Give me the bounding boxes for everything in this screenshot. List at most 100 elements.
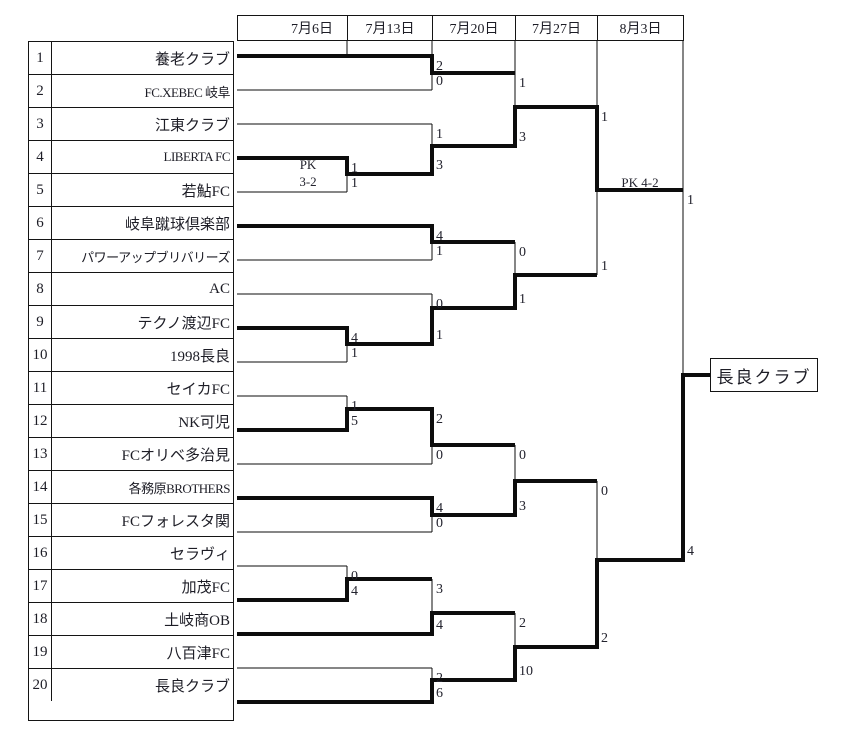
team-seed: 7 [29,240,52,272]
team-row: 16 セラヴィ [29,537,233,570]
team-name: FC.XEBEC 岐阜 [144,84,230,100]
team-name: 江東クラブ [154,117,230,134]
score-label: 4 [351,331,358,346]
team-name: 土岐商OB [164,612,230,629]
team-seed: 12 [29,405,52,437]
team-name: 加茂FC [181,579,230,596]
team-row: 8 AC [29,273,233,306]
date-header-cell: 8月3日 [597,15,684,41]
team-name: セラヴィ [169,546,230,563]
score-label: 5 [351,414,358,429]
score-label: 1 [601,259,608,274]
team-name: パワーアップブリバリーズ [81,249,230,265]
team-seed: 15 [29,504,52,536]
team-seed: 14 [29,471,52,503]
team-name: 養老クラブ [154,51,230,68]
team-row: 6 岐阜蹴球倶楽部 [29,207,233,240]
score-label: 0 [436,74,443,89]
team-row: 17 加茂FC [29,570,233,603]
team-seed: 3 [29,108,52,140]
team-seed: 16 [29,537,52,569]
score-label: 1 [519,76,526,91]
score-label: 1 [351,346,358,361]
score-label: 2 [519,616,526,631]
score-label: 1 [351,176,358,191]
team-row: 18 土岐商OB [29,603,233,636]
score-label: 1 [351,161,358,176]
team-name: LIBERTA FC [163,149,231,164]
team-seed: 4 [29,141,52,173]
team-name: AC [209,280,230,297]
score-label: 2 [601,631,608,646]
date-header-cell: 7月6日 [237,15,348,41]
team-seed: 9 [29,306,52,338]
score-label: 1 [519,292,526,307]
pk-note: PK 4-2 [621,175,658,190]
score-label: 0 [436,516,443,531]
score-label: 1 [601,110,608,125]
team-seed: 13 [29,438,52,470]
team-row: 19 八百津FC [29,636,233,669]
score-label: 0 [436,297,443,312]
team-seed: 11 [29,372,52,404]
team-row: 3 江東クラブ [29,108,233,141]
team-row: 13 FCオリベ多治見 [29,438,233,471]
team-seed: 6 [29,207,52,239]
team-row: 10 1998長良 [29,339,233,372]
score-label: 4 [436,618,443,633]
team-seed: 18 [29,603,52,635]
score-label: 3 [436,158,443,173]
team-seed: 5 [29,174,52,206]
score-label: 3 [519,499,526,514]
score-label: 6 [436,686,443,701]
team-seed: 19 [29,636,52,668]
score-label: 1 [351,399,358,414]
team-seed: 8 [29,273,52,305]
team-seed: 10 [29,339,52,371]
score-label: 1 [436,328,443,343]
team-name: 1998長良 [169,348,230,365]
score-label: 4 [436,501,443,516]
score-label: 2 [436,671,443,686]
score-label: 3 [519,130,526,145]
date-header-cell: 7月27日 [515,15,598,41]
team-row: 4 LIBERTA FC [29,141,233,174]
team-name: FCオリベ多治見 [121,447,230,464]
pk-note: 3-2 [299,174,316,189]
score-label: 2 [436,412,443,427]
score-label: 0 [519,448,526,463]
team-name: 八百津FC [166,645,230,662]
team-name: 岐阜蹴球倶楽部 [124,216,230,233]
score-label: 3 [436,582,443,597]
date-header-cell: 7月13日 [347,15,433,41]
team-name: NK可児 [178,414,230,431]
score-label: 1 [436,127,443,142]
score-label: 0 [351,569,358,584]
team-name: FCフォレスタ関 [121,513,230,530]
team-name: 各務原BROTHERS [128,480,231,496]
champion-box: 長良クラブ [710,358,818,392]
team-row: 7 パワーアップブリバリーズ [29,240,233,273]
pk-note: PK [300,157,317,172]
team-row: 12 NK可児 [29,405,233,438]
score-label: 0 [519,245,526,260]
team-row: 1 養老クラブ [29,42,233,75]
score-label: 0 [601,484,608,499]
score-label: 2 [436,59,443,74]
team-seed: 17 [29,570,52,602]
team-seed: 1 [29,42,52,74]
team-row: 15 FCフォレスタ関 [29,504,233,537]
score-label: 1 [436,244,443,259]
team-row: 14 各務原BROTHERS [29,471,233,504]
score-label: 4 [436,229,443,244]
team-name: セイカFC [166,381,230,398]
team-name: 若鮎FC [181,183,230,200]
score-label: 4 [351,584,358,599]
team-seed: 20 [29,669,52,701]
score-label: 0 [436,448,443,463]
